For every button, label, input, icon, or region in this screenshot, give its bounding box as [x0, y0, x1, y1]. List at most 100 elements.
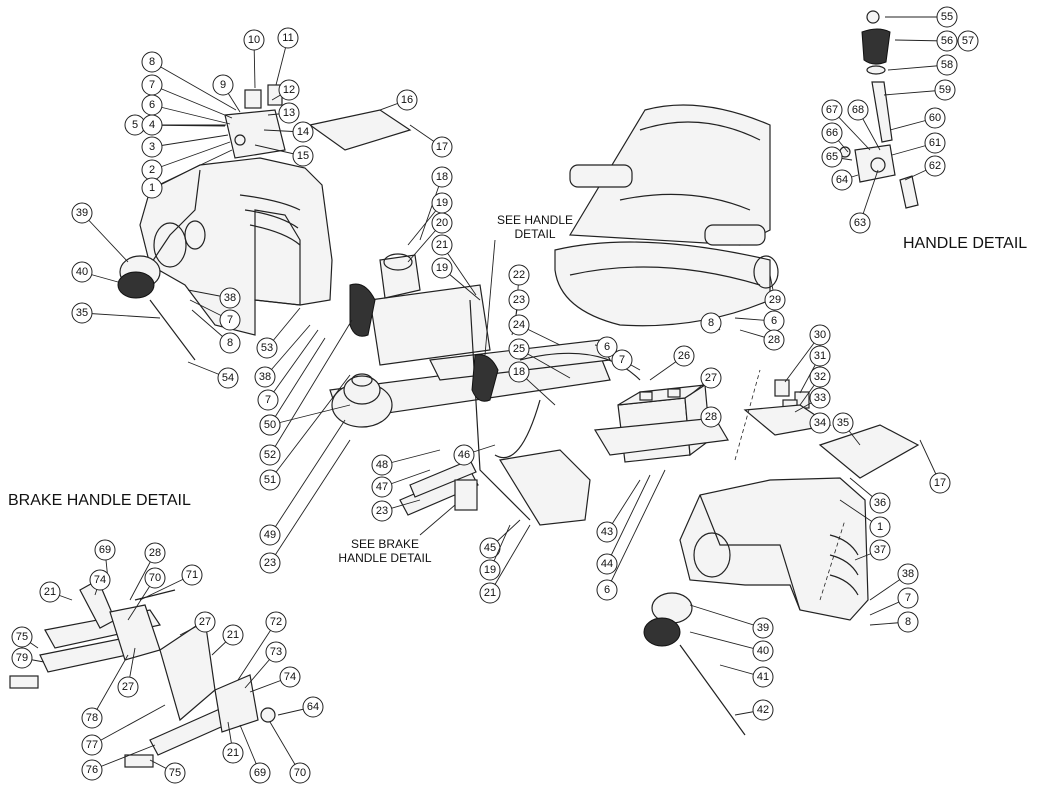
callout-28: 28 [739, 329, 785, 351]
callout-circle [279, 666, 301, 688]
callout-number: 4 [149, 119, 155, 131]
callout-circle [479, 582, 501, 604]
right-headlight [643, 592, 693, 647]
callout-1: 1 [839, 499, 891, 538]
callout-74: 74 [249, 666, 301, 693]
callout-number: 17 [934, 477, 946, 489]
callout-70: 70 [127, 567, 166, 621]
callout-39: 39 [71, 202, 129, 263]
callout-circle [257, 389, 279, 411]
callout-circle [222, 742, 244, 764]
callout-40: 40 [71, 261, 119, 283]
leader-line [606, 474, 651, 565]
callout-circle [809, 387, 831, 409]
callout-circle [897, 611, 919, 633]
callout-8: 8 [869, 611, 919, 633]
callout-77: 77 [81, 704, 166, 756]
callout-number: 8 [905, 616, 911, 628]
callout-69: 69 [94, 539, 116, 581]
callout-circle [849, 212, 871, 234]
callout-50: 50 [259, 404, 351, 436]
callout-17: 17 [409, 124, 453, 158]
callout-circle [700, 406, 722, 428]
callout-56: 56 [894, 30, 958, 52]
callout-52: 52 [259, 319, 353, 466]
callout-circle [71, 261, 93, 283]
callout-3: 3 [141, 134, 229, 158]
callout-number: 75 [169, 767, 181, 779]
callout-number: 27 [122, 681, 134, 693]
callout-circle [453, 444, 475, 466]
callout-19: 19 [479, 524, 511, 581]
callout-4: 4 [141, 114, 226, 136]
leader-line [269, 419, 346, 536]
callout-42: 42 [734, 699, 774, 721]
handle-detail-label: HANDLE DETAIL [903, 235, 1027, 252]
callout-circle [596, 336, 618, 358]
callout-number: 21 [436, 239, 448, 251]
leader-line [151, 141, 231, 171]
callout-circle [81, 759, 103, 781]
callout-circle [479, 559, 501, 581]
callout-circle [869, 539, 891, 561]
callout-circle [897, 587, 919, 609]
callout-number: 54 [222, 372, 234, 384]
callout-number: 74 [284, 671, 296, 683]
callout-circle [752, 666, 774, 688]
callout-17: 17 [919, 439, 951, 494]
callout-71: 71 [139, 564, 203, 601]
callout-number: 2 [149, 164, 155, 176]
callout-number: 15 [297, 150, 309, 162]
callout-75: 75 [149, 759, 186, 784]
callout-circle [924, 155, 946, 177]
right-fender [679, 477, 869, 621]
callout-51: 51 [259, 374, 351, 491]
callout-60: 60 [889, 107, 946, 131]
callout-circle [936, 30, 958, 52]
callout-number: 31 [814, 350, 826, 362]
callout-11: 11 [275, 27, 299, 86]
callout-64: 64 [831, 169, 859, 191]
leader-line [269, 374, 351, 481]
callout-number: 29 [769, 294, 781, 306]
callout-number: 46 [458, 449, 470, 461]
callout-number: 21 [227, 747, 239, 759]
callout-number: 73 [270, 646, 282, 658]
callout-number: 7 [619, 354, 625, 366]
callout-circle [596, 553, 618, 575]
callout-27: 27 [117, 647, 139, 698]
callout-43: 43 [596, 479, 641, 543]
callout-circle [243, 29, 265, 51]
callout-number: 39 [757, 622, 769, 634]
callout-18: 18 [419, 166, 453, 241]
relay-group [743, 379, 832, 436]
callout-circle [71, 302, 93, 324]
callout-circle [249, 762, 271, 784]
callout-58: 58 [887, 54, 958, 76]
callout-number: 19 [484, 564, 496, 576]
callout-73: 73 [244, 641, 287, 689]
callout-circle [869, 492, 891, 514]
leader-line [81, 212, 129, 263]
callout-number: 21 [484, 587, 496, 599]
callout-circle [809, 412, 831, 434]
callout-circle [141, 114, 163, 136]
callout-46: 46 [453, 444, 496, 466]
callout-circle [141, 136, 163, 158]
leader-line [81, 312, 161, 319]
callout-65: 65 [821, 146, 853, 168]
leader-line [151, 104, 231, 125]
callout-circle [81, 707, 103, 729]
callout-number: 6 [604, 584, 610, 596]
callout-circle [265, 611, 287, 633]
callout-circle [371, 500, 393, 522]
callout-28: 28 [129, 542, 166, 601]
callout-number: 25 [513, 343, 525, 355]
callout-circle [508, 361, 530, 383]
callout-number: 62 [929, 160, 941, 172]
callout-circle [936, 6, 958, 28]
callout-number: 18 [436, 171, 448, 183]
callout-27: 27 [689, 367, 722, 396]
leader-line [419, 176, 443, 241]
